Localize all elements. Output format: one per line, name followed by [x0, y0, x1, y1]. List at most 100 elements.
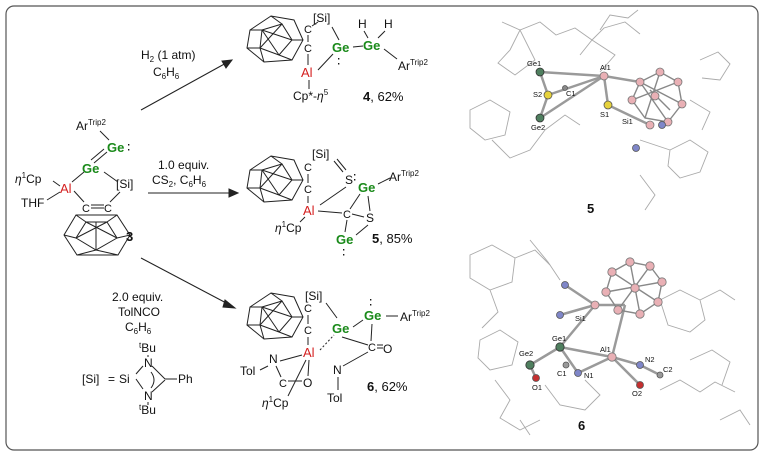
ar-trip2-4: ArTrip2 — [398, 58, 428, 73]
equals-sign: = — [108, 372, 115, 386]
al-ge-bond — [71, 171, 85, 183]
ge-ar-bond — [99, 130, 110, 141]
ge-ar-bond-4 — [383, 48, 398, 60]
crystal-structure-5: Ge1 Al1 C1 S2 Ge2 S1 Si1 5 — [469, 9, 731, 216]
compound-5-label: 5, 85% — [372, 231, 413, 246]
atom-n-5b — [632, 144, 640, 152]
label-s1-5: S1 — [600, 110, 609, 119]
si-s-double-1 — [333, 160, 344, 173]
ar-trip2-3: ArTrip2 — [76, 118, 106, 133]
label-ge2-5: Ge2 — [531, 123, 545, 132]
c-atom-right: C — [104, 203, 112, 215]
tbu-top: tBu — [139, 341, 156, 355]
reaction-arrows — [140, 59, 240, 309]
c-atom-left: C — [82, 203, 90, 215]
si-bracket-6: [Si] — [305, 289, 322, 303]
h-atom-1: H — [358, 17, 367, 31]
atom-b-6i — [630, 283, 640, 293]
c-si-bond — [109, 191, 121, 203]
al-atom-3: Al — [60, 181, 72, 196]
ge-lone-pair-5a: ∶ — [353, 170, 356, 185]
tolnco-reagent: TolNCO — [118, 305, 160, 319]
c-atom-6d: C — [279, 378, 287, 390]
atom-b-6c — [645, 261, 655, 271]
ge-h-bond-1 — [363, 30, 369, 39]
atom-b-6b — [625, 257, 635, 267]
label-o1-6: O1 — [532, 383, 542, 392]
h-atom-2: H — [384, 17, 393, 31]
product-6: C C [Si] Ge Ge ∶ ArTrip2 Al C O N Tol N … — [240, 289, 430, 410]
atom-b-5f — [627, 95, 637, 105]
s-ge-arrow-5 — [367, 195, 371, 212]
c-atom-5a: C — [304, 162, 312, 174]
al-c-bond — [73, 190, 85, 203]
label-s2-5: S2 — [533, 90, 542, 99]
ge-ar-bond-5 — [377, 177, 391, 185]
si-ligand-definition: tBu N [Si] = Si Ph N tBu — [82, 341, 193, 417]
si-ge-arrow — [103, 171, 119, 183]
c-atom-6c: C — [368, 342, 376, 354]
atom-ge1-5 — [535, 67, 545, 77]
ge-ge-double-1 — [90, 148, 105, 161]
carborane-cage-3 — [63, 214, 131, 256]
n-atom-6b: N — [269, 352, 278, 366]
atom-ge2-5 — [535, 113, 545, 123]
c-n-bond-6 — [342, 351, 369, 367]
arrowhead-to-6 — [222, 299, 237, 309]
ge-atom-6a: Ge — [332, 321, 349, 336]
atom-c1-5 — [562, 85, 568, 91]
arrow-to-6 — [140, 257, 231, 306]
ge-atom-5a: Ge — [358, 180, 375, 195]
si-bracket-5: [Si] — [312, 147, 329, 161]
al-atom-5: Al — [303, 203, 315, 218]
atom-b-5a — [635, 77, 645, 87]
atom-ge1-6 — [555, 342, 565, 352]
atom-b-6a — [607, 267, 617, 277]
label-ge1-6: Ge1 — [552, 334, 566, 343]
si-s-double-2 — [336, 158, 347, 171]
label-al1-5: Al1 — [600, 63, 611, 72]
tol-group-6b: Tol — [240, 364, 255, 378]
ge-ge-bond-4 — [352, 45, 364, 48]
atom-ge2-6 — [525, 360, 535, 370]
n-c-bond-6 — [275, 365, 282, 378]
ar-trip2-5: ArTrip2 — [389, 169, 419, 184]
atom-si1-6 — [590, 300, 600, 310]
ge-lone-pair: ∶ — [127, 140, 130, 155]
conditions-bottom: 2.0 equiv. TolNCO C6H6 — [112, 290, 163, 336]
si-atom-def: Si — [119, 372, 130, 386]
ge-lone-pair-4: ∶ — [337, 54, 340, 69]
label-al1-6: Al1 — [600, 345, 611, 354]
o-atom-6a: O — [383, 342, 392, 356]
al-c-bond-5 — [317, 210, 343, 214]
c-si-bond-4 — [311, 21, 319, 27]
ge-atom-5b: Ge — [336, 232, 353, 247]
cs2-condition: CS2, C6H6 — [152, 173, 207, 189]
ar-trip2-6: ArTrip2 — [400, 309, 430, 324]
cp-star-ligand-4: Cp*-η5 — [293, 88, 329, 103]
o-al-arrow-6 — [307, 359, 310, 377]
ge-lone-pair-6: ∶ — [369, 295, 372, 310]
c-ge-bond-5 — [349, 193, 361, 210]
carborane-cage-5 — [246, 155, 304, 203]
al-thf-bond — [46, 191, 61, 201]
arrowhead-to-5 — [228, 188, 240, 198]
arrow-to-4 — [140, 61, 229, 111]
atom-b-6d — [657, 277, 667, 287]
si-ge-arrow-4 — [331, 26, 340, 41]
tbu-bottom: tBu — [139, 403, 156, 417]
s-al-arrow-5 — [319, 186, 347, 206]
atom-n-6-si-a — [561, 281, 569, 289]
ge-lone-pair-5b: ∶ — [342, 245, 345, 260]
compound-3-number: 3 — [126, 229, 133, 244]
al-cp-bond-5 — [299, 216, 306, 223]
conditions-middle: 1.0 equiv. CS2, C6H6 — [152, 158, 209, 189]
atom-n-6-si-b — [556, 311, 564, 319]
atom-o1-6 — [532, 374, 540, 382]
product-5: C C [Si] S Al C Ge ∶ ArTrip2 S Ge ∶ η1Cp… — [246, 147, 419, 260]
si-ge-arrow-6 — [325, 302, 338, 319]
al-cp-bond-6 — [287, 359, 307, 397]
al-ge-bond-4 — [317, 53, 334, 71]
atom-s1-5 — [603, 100, 613, 110]
h2-condition: H2 (1 atm) — [141, 48, 195, 64]
